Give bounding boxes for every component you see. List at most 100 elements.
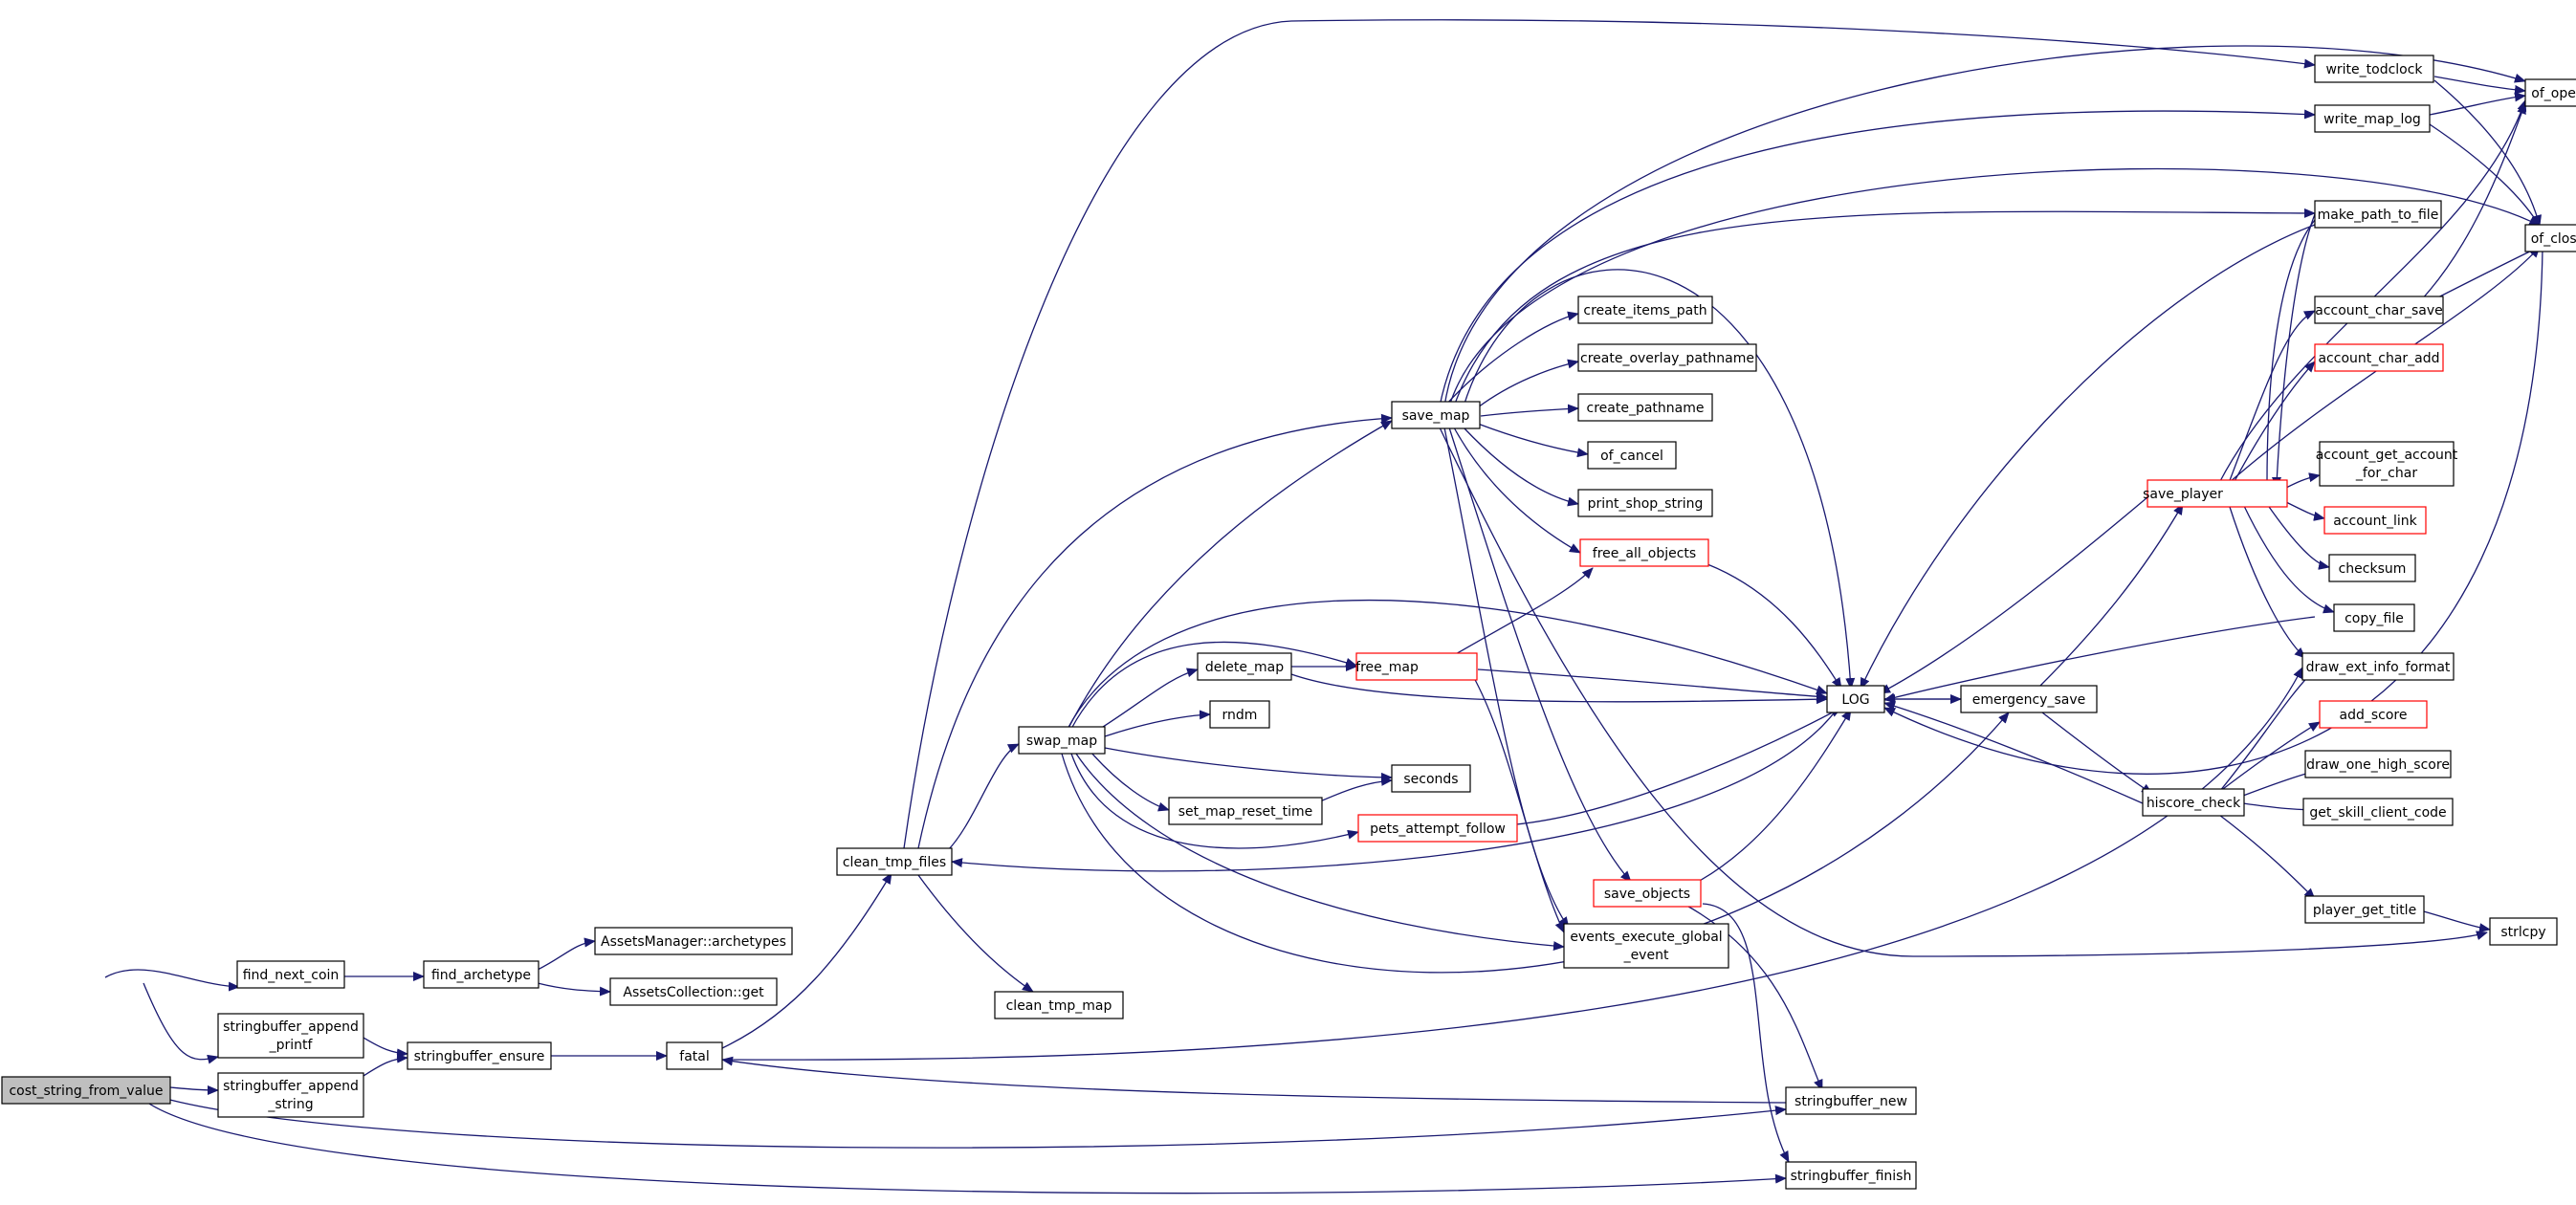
edge-save-player-to-account-char-save (2228, 310, 2316, 484)
edge-swap-map-to-delete-map (1099, 668, 1199, 730)
edge-clean-tmp-files-to-write-todclock (903, 19, 2316, 849)
edge-string-to-ensure (363, 1053, 408, 1077)
edge-copy-file-to-log (1883, 616, 2316, 703)
edge-save-map-to-make-path (1453, 208, 2316, 407)
node-find-next-coin[interactable]: find_next_coin (236, 960, 345, 989)
svg-text:find_next_coin: find_next_coin (243, 968, 340, 983)
edge-player-get-title-to-strlcpy (2419, 909, 2491, 933)
node-get-skill-client-code[interactable]: get_skill_client_code (2302, 798, 2454, 826)
node-swap-map[interactable]: swap_map (1018, 726, 1106, 755)
edge-swap-map-to-emergency (1061, 712, 2010, 974)
node-print-shop-string[interactable]: print_shop_string (1577, 489, 1713, 517)
node-log[interactable]: LOG (1826, 685, 1885, 713)
node-save-player[interactable]: save_player (2143, 479, 2288, 508)
node-strlcpy[interactable]: strlcpy (2489, 917, 2558, 946)
node-stringbuffer-finish[interactable]: stringbuffer_finish (1785, 1161, 1917, 1190)
node-stringbuffer-append-printf[interactable]: stringbuffer_append _printf (217, 1013, 364, 1059)
node-save-objects[interactable]: save_objects (1593, 879, 1702, 908)
node-account-link[interactable]: account_link (2323, 506, 2427, 535)
edge-clean-tmp-files-to-swap-map (946, 743, 1020, 852)
node-create-pathname[interactable]: create_pathname (1577, 393, 1713, 422)
node-add-score[interactable]: add_score (2319, 700, 2428, 729)
svg-text:fatal: fatal (679, 1049, 709, 1064)
node-assetsmanager-archetypes[interactable]: AssetsManager::archetypes (594, 927, 793, 955)
node-stringbuffer-new[interactable]: stringbuffer_new (1785, 1086, 1917, 1115)
edge-cost-to-append-string (169, 1084, 219, 1095)
node-free-all-objects[interactable]: free_all_objects (1579, 538, 1709, 567)
edge-swap-map-to-seconds (1104, 747, 1393, 782)
edge-save-objects-to-stringbuffer-finish (1702, 903, 1790, 1163)
node-write-map-log[interactable]: write_map_log (2314, 104, 2431, 133)
edge-clean-tmp-files-from-log (951, 709, 1838, 872)
svg-text:find_archetype: find_archetype (431, 968, 531, 983)
svg-text:write_map_log: write_map_log (2323, 112, 2421, 127)
edge-emergency-to-save-player (2037, 503, 2184, 690)
edge-find-archetype-to-ac-get (537, 982, 611, 997)
node-emergency-save[interactable]: emergency_save (1960, 685, 2098, 713)
edge-save-player-to-copy-file (2242, 503, 2335, 614)
node-assetscollection-get[interactable]: AssetsCollection::get (609, 977, 778, 1006)
node-seconds[interactable]: seconds (1391, 764, 1471, 793)
edge-emergency-to-hiscore (2041, 712, 2153, 795)
edge-clean-tmp-files-to-clean-tmp-map (917, 874, 1034, 993)
edge-make-path-to-log (1860, 224, 2316, 690)
node-pets-attempt-follow[interactable]: pets_attempt_follow (1357, 814, 1518, 843)
node-write-todclock[interactable]: write_todclock (2314, 55, 2434, 83)
node-find-archetype[interactable]: find_archetype (423, 960, 539, 989)
node-rndm[interactable]: rndm (1209, 700, 1270, 729)
edge-stringbuffer-new-to-fatal (721, 1056, 1787, 1104)
svg-text:LOG: LOG (1841, 692, 1869, 708)
node-hiscore-check[interactable]: hiscore_check (2142, 788, 2245, 817)
svg-text:AssetsCollection::get: AssetsCollection::get (623, 985, 764, 1000)
node-delete-map[interactable]: delete_map (1197, 652, 1292, 681)
svg-text:create_pathname: create_pathname (1587, 401, 1705, 416)
edge-swap-map-to-rndm (1104, 710, 1211, 737)
edge-save-player-to-account-char-add (2233, 361, 2316, 484)
edge-hiscore-to-draw-ext (2218, 668, 2316, 793)
node-account-get-account-for-char[interactable]: account_get_account _for_char (2316, 441, 2458, 487)
node-events-execute-global-event[interactable]: events_execute_global _event (1563, 923, 1729, 969)
edge-swap-map-to-events (1075, 753, 1565, 952)
edge-swap-map-to-log (1066, 599, 1828, 732)
node-player-get-title[interactable]: player_get_title (2304, 895, 2425, 924)
node-cost-string-from-value[interactable]: cost_string_from_value (1, 1076, 171, 1105)
node-create-items-path[interactable]: create_items_path (1577, 296, 1713, 324)
node-copy-file[interactable]: copy_file (2333, 603, 2415, 632)
edge-save-player-to-checksum (2266, 503, 2330, 570)
svg-text:cost_string_from_value: cost_string_from_value (9, 1084, 163, 1099)
svg-text:stringbuffer_append: stringbuffer_append (223, 1019, 359, 1035)
node-account-char-save[interactable]: account_char_save (2314, 296, 2444, 324)
node-draw-one-high-score[interactable]: draw_one_high_score (2304, 750, 2452, 778)
node-account-char-add[interactable]: account_char_add (2314, 343, 2444, 372)
svg-text:create_items_path: create_items_path (1583, 303, 1706, 318)
node-fatal[interactable]: fatal (666, 1041, 723, 1070)
edge-save-map-to-events (1443, 427, 1570, 929)
svg-text:make_path_to_file: make_path_to_file (2318, 208, 2439, 223)
node-of-close[interactable]: of_close (2524, 224, 2576, 252)
edge-fatal-to-clean-tmp-files (721, 872, 892, 1049)
node-checksum[interactable]: checksum (2328, 554, 2416, 582)
edge-cost-to-find-next-coin (104, 969, 240, 992)
edge-save-map-to-strlcpy (1439, 427, 2488, 957)
node-free-map[interactable]: free_map (1355, 652, 1478, 681)
node-save-map[interactable]: save_map (1391, 401, 1481, 429)
node-of-cancel[interactable]: of_cancel (1587, 441, 1677, 470)
edge-swap-map-to-set-map-reset (1090, 751, 1170, 812)
node-draw-ext-info-format[interactable]: draw_ext_info_format (2301, 652, 2455, 681)
svg-text:clean_tmp_files: clean_tmp_files (843, 855, 946, 870)
node-create-overlay-pathname[interactable]: create_overlay_pathname (1577, 343, 1757, 372)
edge-save-map-to-create-items-path (1443, 311, 1579, 407)
node-stringbuffer-ensure[interactable]: stringbuffer_ensure (407, 1041, 552, 1070)
node-clean-tmp-files[interactable]: clean_tmp_files (836, 847, 953, 876)
svg-text:checksum: checksum (2339, 561, 2407, 577)
svg-text:_event: _event (1623, 948, 1669, 963)
edge-save-map-to-of-cancel (1477, 423, 1589, 458)
edge-free-map-to-free-all (1453, 567, 1594, 656)
node-make-path-to-file[interactable]: make_path_to_file (2314, 200, 2442, 229)
node-set-map-reset-time[interactable]: set_map_reset_time (1168, 797, 1323, 825)
node-clean-tmp-map[interactable]: clean_tmp_map (994, 991, 1124, 1019)
edge-save-map-to-create-pathname (1480, 404, 1579, 417)
node-stringbuffer-append-string[interactable]: stringbuffer_append _string (217, 1072, 364, 1118)
node-of-open[interactable]: of_open (2524, 78, 2576, 107)
edge-write-map-log-to-of-close (2429, 123, 2541, 228)
